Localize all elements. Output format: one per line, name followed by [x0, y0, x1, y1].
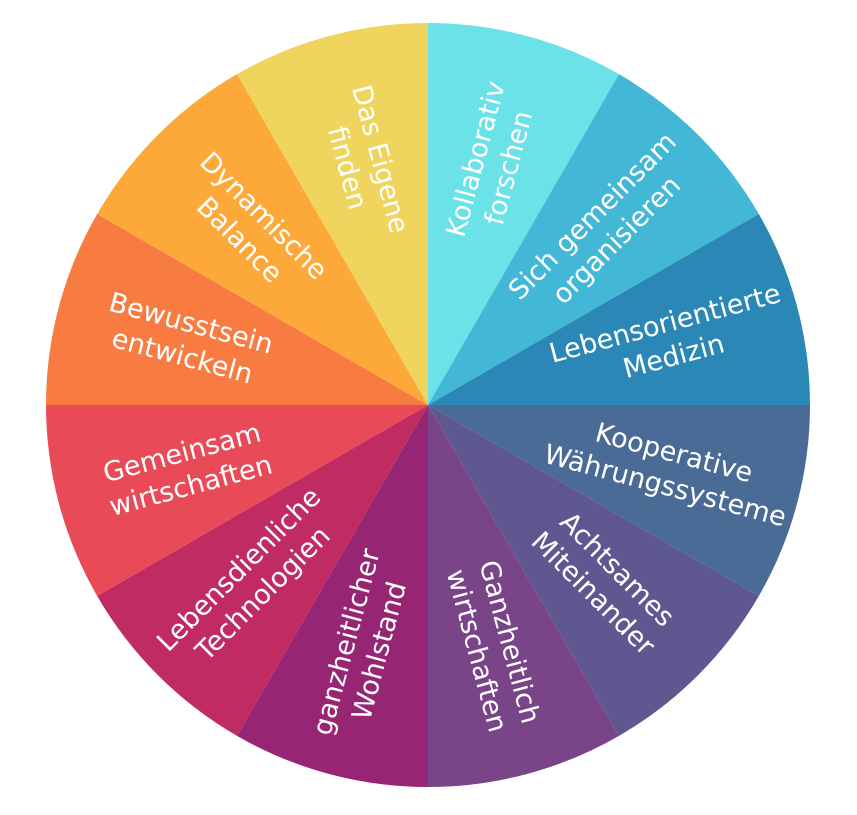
wheel-segment-3: [428, 214, 810, 405]
wheel-segment-6: [428, 405, 619, 787]
wheel-segment-8: [97, 405, 429, 736]
wheel-segment-9: [46, 405, 428, 596]
wheel-segment-10: [46, 214, 428, 405]
wheel-segment-7: [237, 405, 428, 787]
wheel-segment-5: [428, 405, 759, 736]
wheel-segment-11: [97, 74, 429, 406]
wheel-segment-12: [237, 23, 428, 405]
wheel-segment-2: [428, 74, 759, 406]
wheel-segment-4: [428, 405, 810, 596]
wheel-segment-1: [428, 23, 619, 405]
